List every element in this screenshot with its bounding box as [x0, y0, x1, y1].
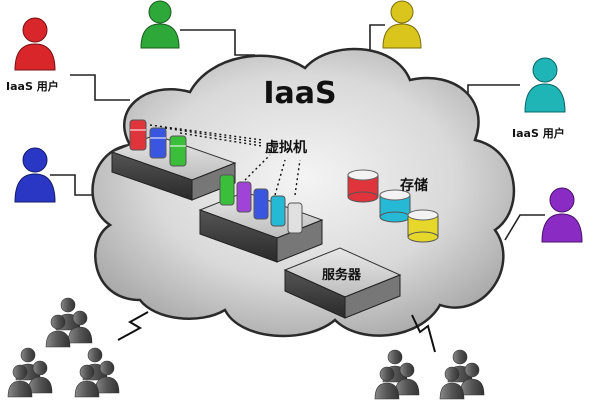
users: [14, 0, 583, 243]
vm-label: 虚拟机: [265, 139, 307, 156]
user-red-icon[interactable]: [14, 17, 56, 71]
user-right-label: IaaS 用户: [512, 126, 565, 140]
lightning-right-icon: [411, 314, 436, 353]
connector-green: [180, 29, 255, 56]
storage-disk-yellow: [407, 209, 439, 243]
vm-disk-green: [169, 135, 187, 167]
user-group-left-bottom-1-icon: [7, 347, 53, 398]
user-group-left-bottom-2-icon: [74, 347, 120, 398]
connector-yellow: [369, 24, 385, 58]
lightning-left-icon: [117, 311, 149, 341]
storage-group: [347, 169, 439, 243]
user-group-left-top-icon: [45, 297, 93, 348]
vm-disk-red: [129, 119, 147, 151]
connector-blue: [50, 174, 95, 196]
vm-disk-cyan: [270, 195, 286, 227]
user-yellow-icon[interactable]: [382, 0, 422, 49]
server-label: 服务器: [322, 267, 362, 283]
user-purple-icon[interactable]: [541, 187, 583, 243]
storage-disk-red: [347, 169, 379, 203]
storage-label: 存储: [400, 177, 428, 194]
user-groups: [7, 297, 485, 400]
user-green-icon[interactable]: [140, 0, 180, 49]
vm-pointers: [149, 124, 301, 196]
vm-disk-green-2: [219, 174, 235, 206]
user-group-right-1-icon: [374, 349, 420, 400]
vm-disk-white: [287, 202, 303, 234]
vm-disk-blue-2: [253, 188, 269, 220]
vm-host-1: [110, 119, 237, 201]
connector-purple: [504, 214, 545, 241]
cloud-title: IaaS: [263, 76, 336, 111]
user-blue-icon[interactable]: [14, 147, 56, 203]
cloud-shape: [91, 47, 516, 338]
vm-disk-blue: [149, 127, 167, 159]
vm-host-2: [198, 174, 324, 263]
user-left-label: IaaS 用户: [6, 79, 59, 93]
storage-disk-cyan: [379, 189, 411, 223]
user-cyan-icon[interactable]: [524, 57, 566, 113]
vm-disk-purple: [236, 181, 252, 213]
physical-server: [283, 247, 402, 319]
connector-red: [70, 74, 130, 101]
user-group-right-2-icon: [439, 349, 485, 400]
